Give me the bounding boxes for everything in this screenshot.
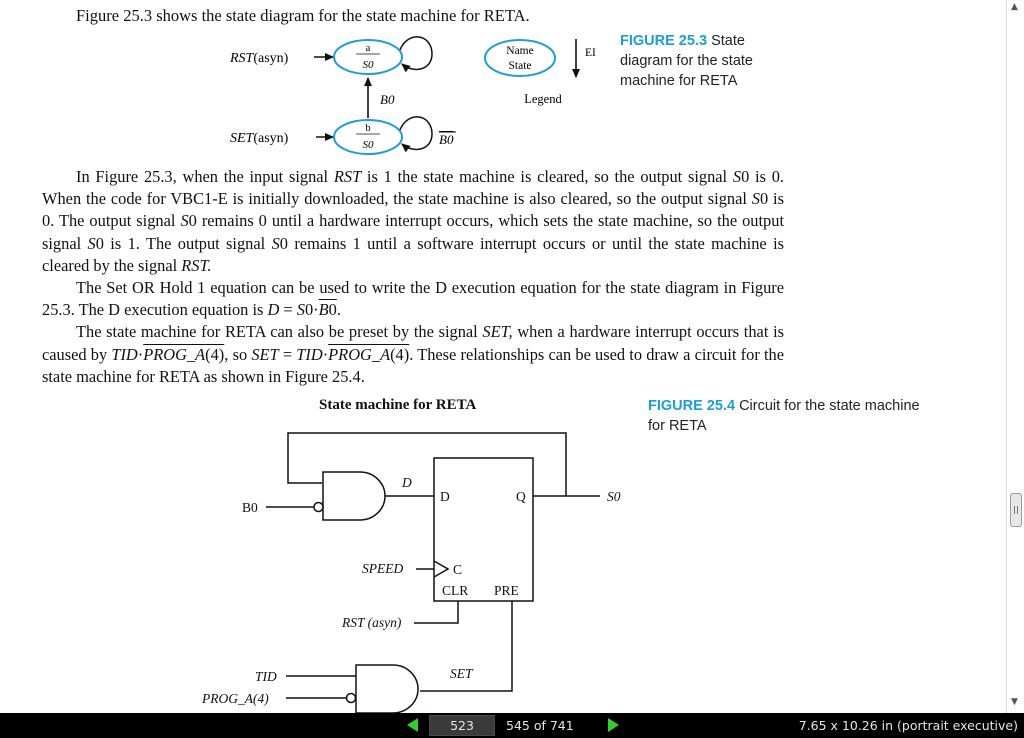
legend-state-symbol bbox=[484, 39, 556, 77]
paragraph-2: The Set OR Hold 1 equation can be used t… bbox=[42, 278, 784, 320]
state-b-name: b bbox=[365, 123, 370, 134]
b0-input-label: B0 bbox=[242, 500, 258, 515]
scroll-up-icon[interactable]: ▲ bbox=[1011, 2, 1018, 12]
ff-q-label: Q bbox=[516, 489, 526, 504]
scrollbar-thumb[interactable] bbox=[1010, 493, 1022, 527]
reta-circuit: B0 D D Q S0 C SPEED CLR PRE RST (asyn) S… bbox=[201, 432, 621, 713]
state-diagram: RST(asyn) a S0 B0 SET(asyn) b S0 B0 bbox=[229, 36, 596, 155]
state-a-output: S0 bbox=[363, 59, 375, 71]
and-gate-2 bbox=[355, 664, 419, 713]
document-page: Figure 25.3 shows the state diagram for … bbox=[0, 0, 1006, 713]
figure-25-3-caption: FIGURE 25.3 State diagram for the state … bbox=[620, 33, 753, 89]
ff-c-label: C bbox=[453, 562, 462, 577]
state-a bbox=[333, 39, 403, 75]
state-a-self-loop bbox=[399, 36, 433, 73]
paragraph-3: The state machine for RETA can also be p… bbox=[42, 322, 784, 386]
rst-async-label: RST (asyn) bbox=[341, 615, 402, 630]
ff-d-label: D bbox=[440, 489, 450, 504]
paragraph-1: In Figure 25.3, when the input signal RS… bbox=[42, 167, 785, 275]
clock-triangle bbox=[433, 560, 450, 578]
grip-icon bbox=[1014, 506, 1018, 514]
document-size-label: 7.65 x 10.26 in (portrait executive) bbox=[798, 718, 1018, 733]
ff-clr-label: CLR bbox=[442, 583, 468, 598]
set-wire-label: SET bbox=[450, 666, 474, 681]
speed-label: SPEED bbox=[362, 561, 403, 576]
pre-wire bbox=[420, 601, 513, 692]
b0-bar-label: B0 bbox=[439, 132, 454, 147]
b0-label: B0 bbox=[380, 92, 395, 107]
ff-pre-label: PRE bbox=[494, 583, 519, 598]
set-label: SET(asyn) bbox=[230, 131, 289, 146]
state-b-self-loop bbox=[399, 116, 433, 153]
state-a-name: a bbox=[366, 43, 371, 54]
s0-output-label: S0 bbox=[607, 489, 621, 504]
page-count-label: 545 of 741 bbox=[506, 718, 574, 733]
prog-a-label: PROG_A(4) bbox=[201, 691, 269, 706]
and-gate-1 bbox=[322, 471, 386, 521]
status-bar: 523 545 of 741 7.65 x 10.26 in (portrait… bbox=[0, 713, 1024, 738]
legend-ei: EI bbox=[585, 47, 596, 59]
figure-25-4-caption: FIGURE 25.4 Circuit for the state machin… bbox=[648, 398, 920, 434]
vertical-scrollbar[interactable]: ▲ ▼ bbox=[1006, 0, 1024, 713]
state-b bbox=[333, 119, 403, 155]
legend-state: State bbox=[509, 60, 532, 72]
previous-page-icon[interactable] bbox=[407, 718, 418, 732]
d-flip-flop bbox=[433, 457, 534, 602]
legend-label: Legend bbox=[524, 92, 562, 106]
b0-inverter-bubble bbox=[313, 501, 324, 513]
prog-a-inverter-bubble bbox=[345, 692, 357, 704]
clr-wire bbox=[414, 601, 459, 624]
feedback-wire bbox=[287, 432, 567, 496]
intro-line: Figure 25.3 shows the state diagram for … bbox=[76, 6, 530, 25]
d-wire-label: D bbox=[401, 475, 412, 490]
next-page-icon[interactable] bbox=[608, 718, 619, 732]
page-number-input[interactable]: 523 bbox=[429, 715, 495, 736]
body-text: In Figure 25.3, when the input signal RS… bbox=[42, 166, 784, 388]
scroll-down-icon[interactable]: ▼ bbox=[1011, 697, 1018, 707]
figure-25-4-title: State machine for RETA bbox=[319, 397, 477, 413]
tid-label: TID bbox=[255, 669, 277, 684]
state-b-output: S0 bbox=[363, 139, 375, 151]
rst-label: RST(asyn) bbox=[229, 51, 289, 66]
legend-name: Name bbox=[506, 45, 533, 57]
